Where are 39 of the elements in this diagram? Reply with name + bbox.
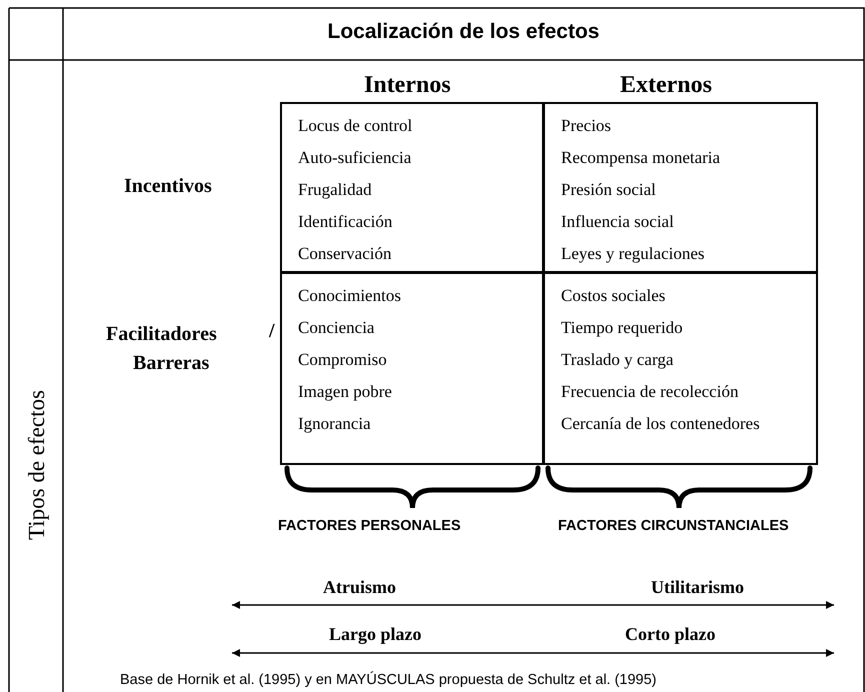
scale-label: Largo plazo (329, 624, 422, 645)
slash: / (269, 320, 275, 343)
group-label: FACTORES CIRCUNSTANCIALES (558, 518, 789, 534)
table-cell (280, 272, 544, 465)
list-item: Ignorancia (298, 413, 372, 435)
list-item: Costos sociales (561, 285, 666, 307)
row-header: Incentivos (124, 175, 212, 198)
list-item: Frecuencia de recolección (561, 381, 740, 403)
scale-label: Corto plazo (625, 624, 716, 645)
list-item: Traslado y carga (561, 349, 674, 371)
list-item: Identificación (298, 211, 394, 233)
table-cell (543, 102, 818, 273)
scale-label: Utilitarismo (651, 577, 744, 598)
caption: Base de Hornik et al. (1995) y en MAYÚSCULAS propuesta de Schultz et al. (1995) (120, 672, 657, 688)
list-item: Frugalidad (298, 179, 373, 201)
list-item: Conservación (298, 243, 392, 265)
list-item: Recompensa monetaria (561, 147, 722, 169)
table-cell (543, 272, 818, 465)
list-item: Tiempo requerido (561, 317, 684, 339)
list-item: Conciencia (298, 317, 376, 339)
column-header: Internos (364, 72, 451, 99)
list-item: Conocimientos (298, 285, 402, 307)
list-item: Locus de control (298, 115, 414, 137)
title: Localización de los efectos (326, 20, 600, 44)
list-item: Imagen pobre (298, 381, 393, 403)
row-header: Facilitadores (106, 323, 217, 346)
list-item: Influencia social (561, 211, 675, 233)
list-item: Precios (561, 115, 612, 137)
list-item: Leyes y regulaciones (561, 243, 706, 265)
group-label: FACTORES PERSONALES (278, 518, 461, 534)
column-header: Externos (620, 72, 712, 99)
list-item: Auto-suficiencia (298, 147, 412, 169)
table-cell (280, 102, 544, 273)
scale-label: Atruismo (323, 577, 396, 598)
axis-label: Tipos de efectos (24, 390, 50, 540)
list-item: Presión social (561, 179, 657, 201)
row-header: Barreras (133, 352, 210, 375)
list-item: Cercanía de los contenedores (561, 413, 761, 435)
list-item: Compromiso (298, 349, 388, 371)
